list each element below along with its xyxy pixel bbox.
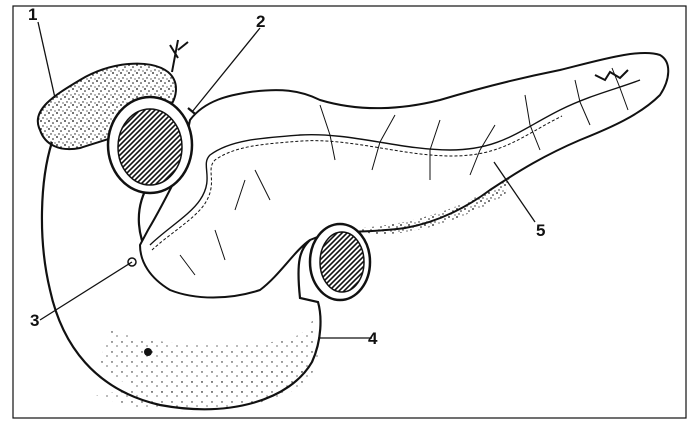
label-5: 5	[536, 222, 545, 239]
label-1: 1	[28, 6, 37, 23]
label-3: 3	[30, 312, 39, 329]
duodenal-opening	[108, 97, 192, 193]
pancreas-body-tail	[140, 53, 668, 298]
jejunal-opening	[310, 224, 370, 300]
label-2: 2	[256, 13, 265, 30]
label-4: 4	[368, 330, 377, 347]
